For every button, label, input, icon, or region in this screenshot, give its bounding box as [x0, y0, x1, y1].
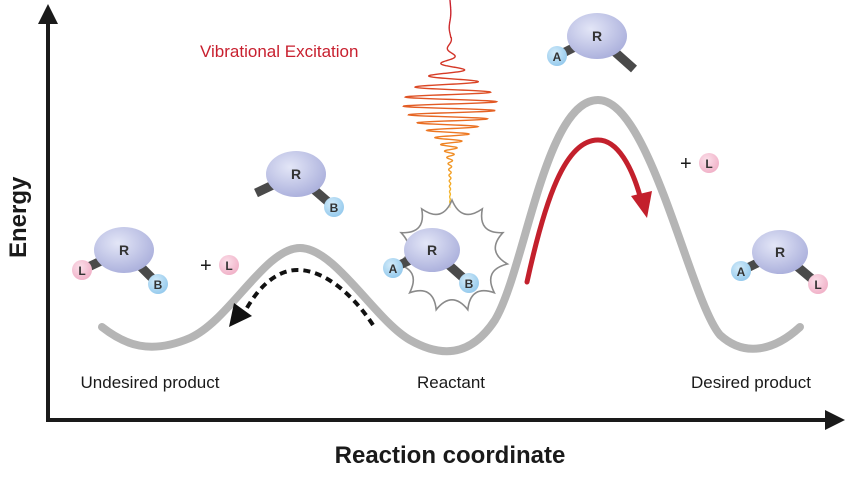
energy-axis-label: Energy [5, 176, 32, 258]
atom-b-label: B [465, 277, 474, 291]
atom-b [459, 273, 479, 293]
molecule-undesired-product: R L B [72, 227, 168, 294]
reaction-axis-arrow [46, 410, 845, 430]
excitation-label: Vibrational Excitation [200, 42, 358, 61]
reactant-label: Reactant [417, 373, 485, 392]
atom-a-label: A [553, 50, 562, 64]
undesired-product-label: Undesired product [81, 373, 220, 392]
atom-r [752, 230, 808, 274]
atom-r [404, 228, 460, 272]
atom-r-label: R [427, 242, 437, 258]
atom-r-label: R [775, 244, 785, 260]
atom-l-label: L [705, 157, 712, 171]
atom-b-label: B [330, 201, 339, 215]
energy-curve [98, 95, 804, 356]
atom-r-label: R [119, 242, 129, 258]
atom-r-label: R [592, 28, 602, 44]
atom-a-label: A [737, 265, 746, 279]
free-atom-l-right: L [699, 153, 719, 173]
reaction-coordinate-label: Reaction coordinate [335, 442, 566, 469]
atom-l-label: L [225, 259, 232, 273]
atom-b [324, 197, 344, 217]
atom-r [567, 13, 627, 59]
atom-b [148, 274, 168, 294]
desired-product-label: Desired product [691, 373, 811, 392]
free-atom-l-left: L [219, 255, 239, 275]
atom-a [547, 46, 567, 66]
atom-a [731, 261, 751, 281]
atom-b-label: B [154, 278, 163, 292]
molecule-reactant: R A B [383, 228, 479, 293]
atom-r-label: R [291, 166, 301, 182]
molecule-transition-state: R A [547, 13, 637, 73]
red-arrow-icon [524, 137, 652, 285]
atom-l-label: L [78, 264, 85, 278]
atom-r [94, 227, 154, 273]
atom-a [383, 258, 403, 278]
molecule-desired-product: R A L [731, 230, 828, 294]
dashed-arrow-icon [229, 268, 375, 327]
atom-l [808, 274, 828, 294]
vibrational-wave-icon [402, 0, 499, 209]
plus-sign-left: + [200, 255, 212, 277]
atom-r [266, 151, 326, 197]
atom-a-label: A [389, 262, 398, 276]
plus-sign-right: + [680, 153, 692, 175]
atom-l [72, 260, 92, 280]
molecule-rb-fragment: R B [254, 151, 344, 217]
energy-axis-arrow [38, 4, 58, 420]
atom-l-label: L [814, 278, 821, 292]
